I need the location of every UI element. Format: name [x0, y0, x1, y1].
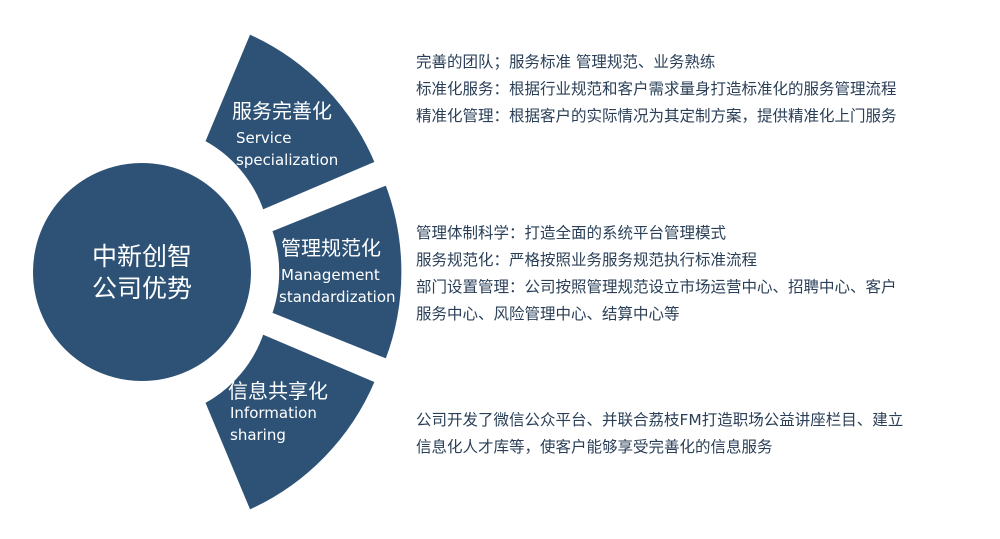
segment-information [200, 329, 380, 515]
segment-management-title: 管理规范化 [281, 236, 381, 260]
description-management: 管理体制科学：打造全面的系统平台管理模式 服务规范化：严格按照业务服务规范执行标… [416, 220, 897, 328]
description-information: 公司开发了微信公众平台、并联合荔枝FM打造职场公益讲座栏目、建立 信息化人才库等… [416, 407, 903, 461]
center-label-line2: 公司优势 [92, 274, 192, 303]
description-line: 公司开发了微信公众平台、并联合荔枝FM打造职场公益讲座栏目、建立 [416, 411, 904, 429]
segment-information-en2: sharing [230, 426, 286, 444]
segment-information-title: 信息共享化 [228, 379, 328, 403]
segment-information-en1: Information [230, 404, 317, 422]
segment-management-en2: standardization [279, 288, 396, 306]
segment-service-en2: specialization [236, 151, 338, 169]
segment-management [267, 180, 406, 364]
center-circle [29, 159, 255, 385]
center-label-line1: 中新创智 [92, 242, 192, 271]
description-service: 完善的团队；服务标准 管理规范、业务熟练 标准化服务：根据行业规范和客户需求量身… [416, 49, 897, 130]
segment-service-title: 服务完善化 [232, 99, 332, 123]
description-line: 部门设置管理：公司按照管理规范设立市场运营中心、招聘中心、客户 [416, 278, 897, 296]
description-line: 标准化服务：根据行业规范和客户需求量身打造标准化的服务管理流程 [416, 80, 897, 98]
segment-service-en1: Service [236, 129, 291, 147]
segment-management-en1: Management [281, 266, 380, 284]
description-line: 服务中心、风险管理中心、结算中心等 [416, 305, 680, 323]
description-line: 精准化管理：根据客户的实际情况为其定制方案，提供精准化上门服务 [416, 107, 897, 125]
description-line: 管理体制科学：打造全面的系统平台管理模式 [416, 224, 727, 242]
description-line: 信息化人才库等，使客户能够享受完善化的信息服务 [416, 438, 773, 456]
segment-service [200, 29, 380, 215]
description-line: 服务规范化：严格按照业务服务规范执行标准流程 [416, 251, 758, 269]
description-line: 完善的团队；服务标准 管理规范、业务熟练 [416, 53, 716, 71]
